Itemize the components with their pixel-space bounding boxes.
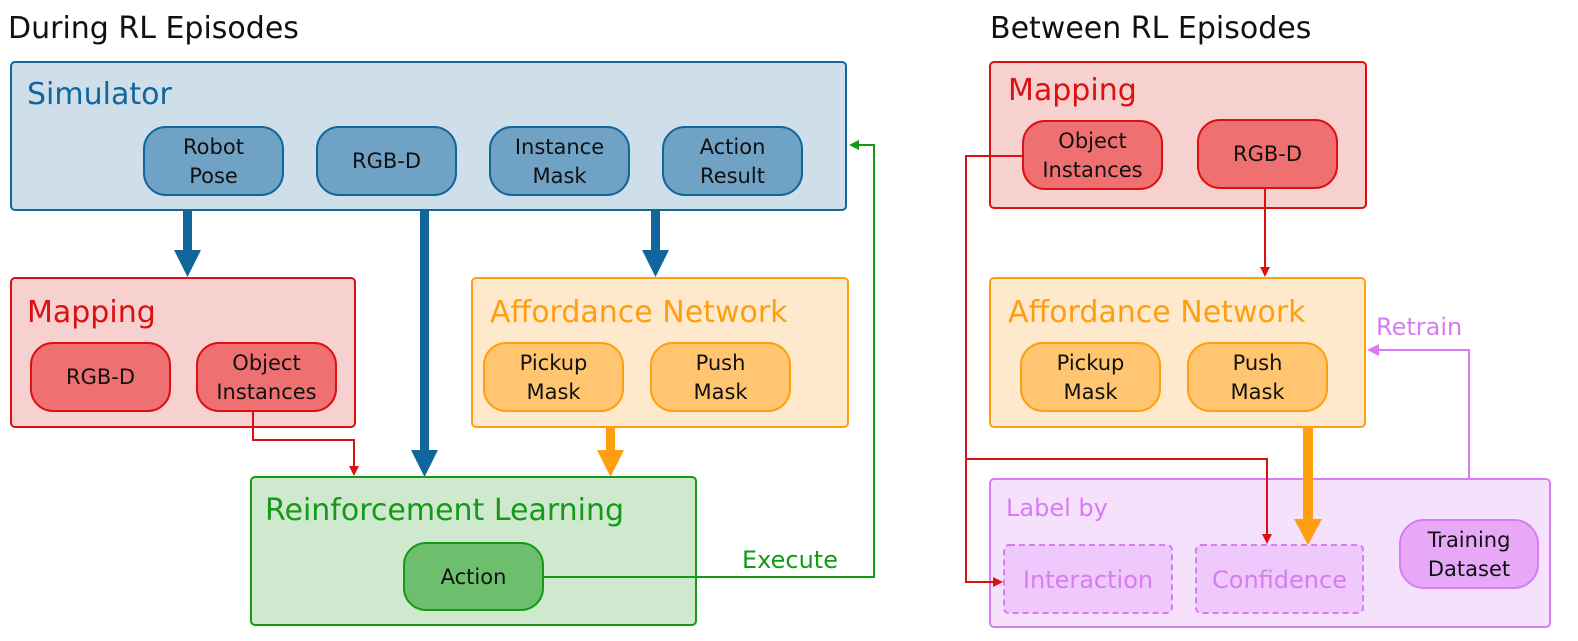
affordance-to-confidence-arrow: [1294, 427, 1322, 545]
simulator-node: RGB-D: [316, 126, 457, 196]
title-during: During RL Episodes: [8, 11, 299, 46]
node-label: Instances: [1042, 158, 1142, 182]
node-label: Mask: [693, 380, 748, 404]
execute-arrow: [543, 140, 875, 578]
node-label: Robot: [183, 135, 244, 159]
affordance-to-rl-arrow: [597, 427, 624, 477]
training-dataset-node: Training Dataset: [1399, 519, 1539, 589]
training-dataset-label-1: Training: [1427, 528, 1511, 552]
node-label: Instances: [216, 380, 316, 404]
execute-label: Execute: [742, 546, 838, 574]
node-label: Pickup: [520, 351, 588, 375]
mapping-left-node: RGB-D: [30, 342, 171, 412]
confidence-node: Confidence: [1195, 544, 1364, 614]
affordance-right-title: Affordance Network: [1008, 295, 1306, 330]
action-node: Action: [403, 542, 544, 611]
node-label: Action: [700, 135, 766, 159]
simulator-title: Simulator: [27, 77, 172, 112]
mapping-right-title: Mapping: [1008, 73, 1137, 108]
rl-title: Reinforcement Learning: [265, 493, 624, 528]
mapping-left-title: Mapping: [27, 295, 156, 330]
node-label: RGB-D: [1233, 142, 1302, 166]
mapping-right-node: RGB-D: [1197, 119, 1338, 189]
retrain-label: Retrain: [1376, 313, 1462, 341]
node-label: Pickup: [1057, 351, 1125, 375]
node-label: Mask: [1063, 380, 1118, 404]
training-dataset-label-2: Dataset: [1428, 557, 1510, 581]
confidence-label: Confidence: [1212, 566, 1347, 594]
retrain-arrow: [1367, 344, 1470, 520]
node-label: Pose: [189, 164, 238, 188]
node-label: Result: [700, 164, 765, 188]
interaction-label: Interaction: [1023, 566, 1153, 594]
node-label: Mask: [1230, 380, 1285, 404]
node-label: Push: [1233, 351, 1283, 375]
node-label: Object: [232, 351, 300, 375]
node-label: Mask: [526, 380, 581, 404]
node-label: RGB-D: [66, 365, 135, 389]
mapping-to-rl-arrow: [252, 411, 359, 476]
node-label: Push: [696, 351, 746, 375]
node-label: Object: [1058, 129, 1126, 153]
blue-arrows: [174, 210, 669, 477]
interaction-node: Interaction: [1003, 544, 1173, 614]
node-label: Instance: [515, 135, 604, 159]
label-by-title: Label by: [1006, 494, 1108, 522]
affordance-left-title: Affordance Network: [490, 295, 788, 330]
node-label: RGB-D: [352, 149, 421, 173]
instances-to-confidence-arrow: [966, 458, 1272, 544]
node-label: Mask: [532, 164, 587, 188]
action-label: Action: [441, 565, 507, 589]
title-between: Between RL Episodes: [990, 11, 1311, 46]
instances-to-interaction-arrow: [965, 155, 1023, 587]
